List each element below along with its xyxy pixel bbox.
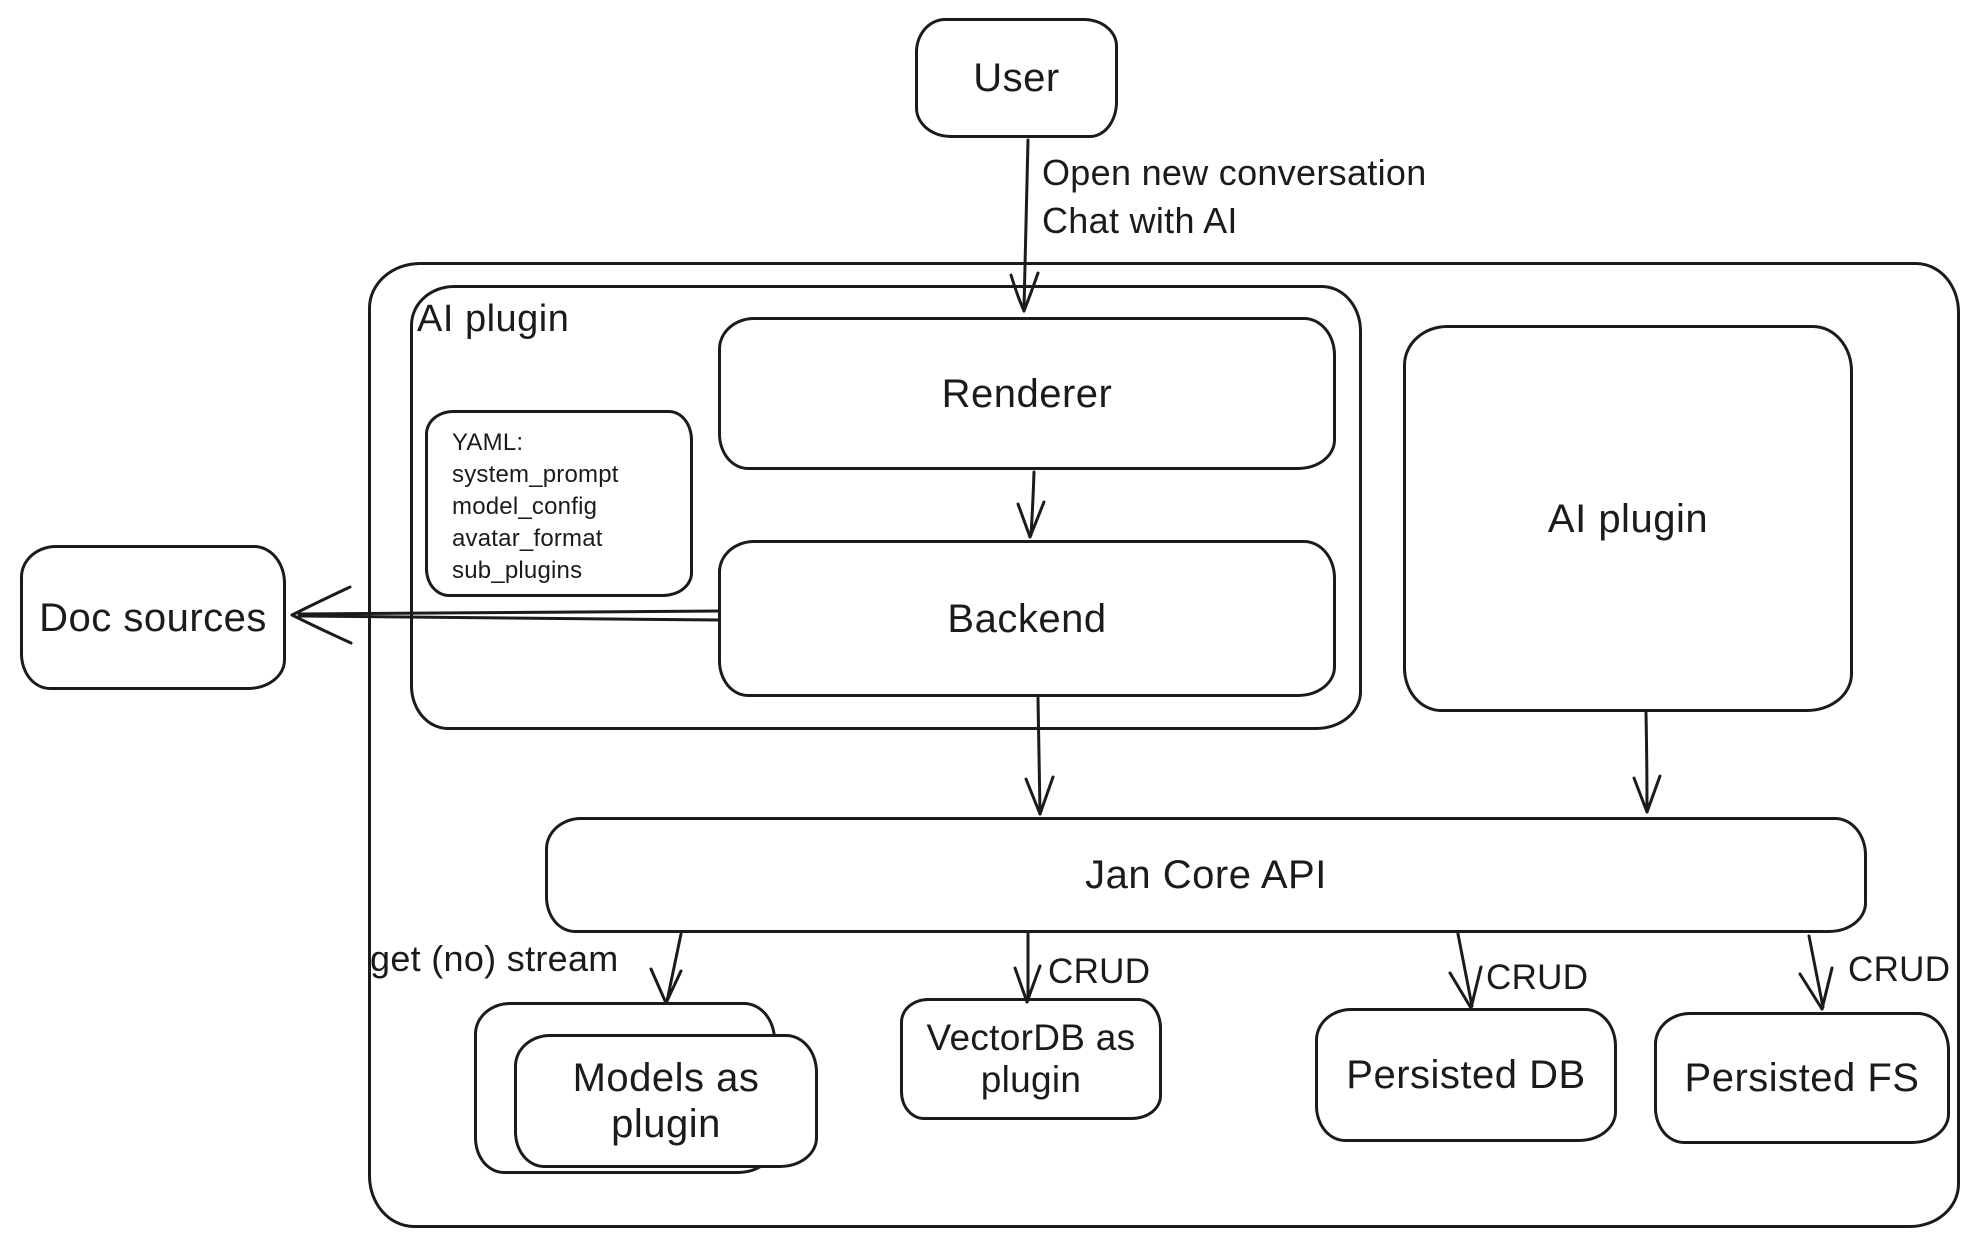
node-persisted-db: Persisted DB [1315,1008,1617,1142]
yaml-title: YAML: [452,429,524,456]
yaml-item: system_prompt [452,461,619,488]
edge-label-chat-with-ai: Chat with AI [1042,200,1238,241]
edge-label-crud-persisted-fs: CRUD [1848,950,1951,989]
node-yaml-note: YAML: system_prompt model_config avatar_… [425,410,693,597]
node-persisted-fs: Persisted FS [1654,1012,1950,1144]
node-ai-plugin-right: AI plugin [1403,325,1853,712]
node-user: User [915,18,1118,138]
edge-label-open-new-conversation: Open new conversation [1042,152,1427,193]
edge-label-crud-vectordb: CRUD [1048,952,1151,991]
node-doc-sources: Doc sources [20,545,286,690]
models-as-plugin-label: Models as plugin [572,1056,760,1146]
yaml-item: model_config [452,493,598,520]
ai-plugin-container-label: AI plugin [417,298,570,340]
jan-core-api-label: Jan Core API [1085,853,1327,897]
node-jan-core-api: Jan Core API [545,817,1867,933]
yaml-item: avatar_format [452,525,603,552]
edge-label-get-no-stream: get (no) stream [370,938,619,979]
persisted-fs-label: Persisted FS [1684,1056,1920,1100]
doc-sources-label: Doc sources [39,595,267,640]
backend-label: Backend [947,596,1107,641]
node-models-as-plugin: Models as plugin [514,1034,818,1168]
ai-plugin-right-label: AI plugin [1547,496,1709,541]
edge-label-crud-persisted-db: CRUD [1486,958,1589,997]
node-renderer: Renderer [718,317,1336,470]
persisted-db-label: Persisted DB [1346,1053,1586,1097]
node-backend: Backend [718,540,1336,697]
vectordb-as-plugin-label: VectorDB as plugin [926,1017,1136,1100]
yaml-item: sub_plugins [452,557,583,584]
user-label: User [973,56,1060,100]
node-vectordb-as-plugin: VectorDB as plugin [900,998,1162,1120]
renderer-label: Renderer [941,371,1113,416]
